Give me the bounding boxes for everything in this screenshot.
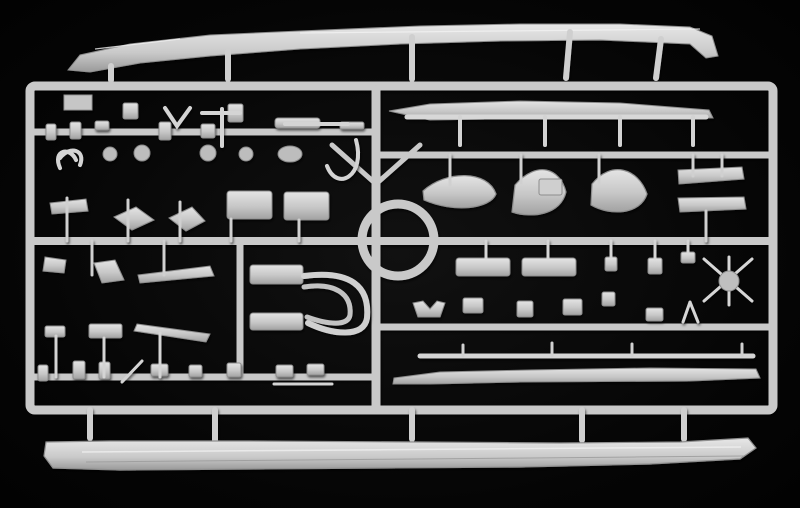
- top-hull-part: [67, 23, 719, 83]
- main-sprue-frame: [25, 81, 778, 415]
- right-lower-parts: [392, 341, 761, 385]
- right-middle-parts: [412, 239, 754, 324]
- right-upper-parts: [388, 100, 747, 243]
- left-upper-parts: [45, 94, 365, 181]
- left-middle-parts: [42, 190, 330, 284]
- center-lower-left-parts: [249, 264, 371, 336]
- left-lower-parts: [37, 323, 334, 386]
- bottom-hull-part: [43, 407, 757, 471]
